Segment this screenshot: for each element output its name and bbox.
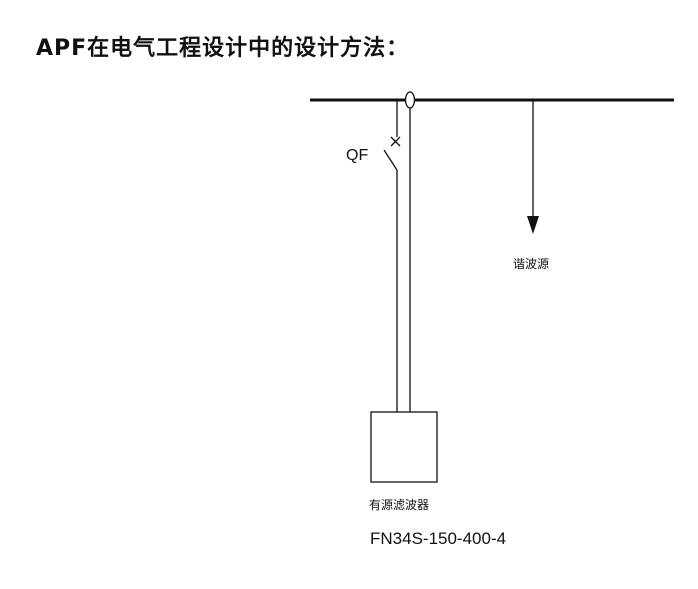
current-transformer [404,91,416,109]
active-filter-label: 有源滤波器 [369,498,430,512]
breaker-label: QF [346,147,369,164]
harmonic-source-label: 谐波源 [513,257,550,271]
active-filter-box [370,411,438,483]
model-number-label: FN34S-150-400-4 [370,529,507,548]
breaker-cross-b [390,136,401,147]
harmonic-source-arrow [527,216,539,234]
breaker-contact [383,149,398,171]
page-title: APF在电气工程设计中的设计方法： [36,36,410,61]
